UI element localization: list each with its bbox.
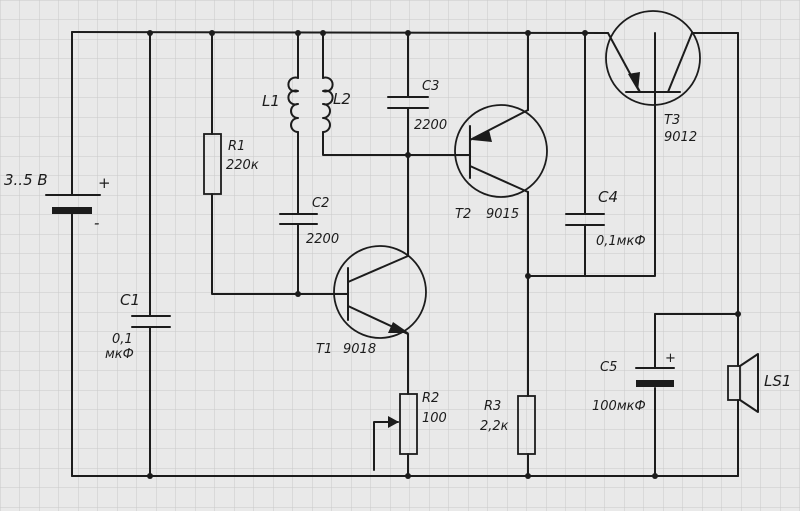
t2-body [454, 104, 548, 198]
junctions [147, 30, 741, 479]
c3-ref-label: C3 [422, 79, 439, 94]
battery-negative-plate [52, 207, 92, 214]
speaker-ls1: LS1 [727, 353, 791, 413]
resistor-r2: R2 100 [388, 391, 447, 455]
junction-dot [405, 473, 411, 479]
battery: 3..5 В + - [4, 171, 111, 232]
t3-base-wire [527, 32, 656, 277]
junction-dot [295, 291, 301, 297]
r1-body [203, 133, 222, 195]
transistor-t3: T3 9012 [605, 10, 701, 145]
junction-dot [735, 311, 741, 317]
capacitor-c2: C2 2200 [279, 196, 339, 247]
l1-ref-label: L1 [262, 92, 280, 110]
c2-value-label: 2200 [306, 232, 339, 247]
r3-ref-label: R3 [484, 399, 501, 414]
t2-emitter-arrow [472, 130, 492, 142]
capacitor-c4: C4 0,1мкФ [565, 188, 646, 249]
speaker-cone [739, 353, 759, 413]
c1-ref-label: C1 [120, 291, 140, 309]
t1-body [333, 245, 427, 339]
r1-to-base-wire [211, 193, 337, 295]
t3-part-label: 9012 [664, 130, 697, 145]
top-rail-wire [71, 31, 609, 34]
speaker-magnet [727, 365, 741, 401]
t3-body [605, 10, 701, 106]
c1-unit-label: мкФ [105, 347, 134, 362]
c3-value-label: 2200 [414, 118, 447, 133]
resistor-r1: R1 220к [203, 133, 259, 195]
t3-ref-label: T3 [664, 113, 680, 128]
c2-ref-label: C2 [312, 196, 329, 211]
transistor-t1: T1 9018 [316, 245, 427, 357]
resistor-r3: R3 2,2к [480, 395, 536, 455]
r2-value-label: 100 [422, 411, 447, 426]
r2-wiper-arrow [388, 416, 399, 428]
r1-ref-label: R1 [228, 139, 245, 154]
c5-plus-sign: + [665, 351, 676, 366]
inductor-l2: L2 [322, 76, 351, 133]
junction-dot [582, 30, 588, 36]
junction-dot [405, 152, 411, 158]
junction-dot [405, 30, 411, 36]
l2-ref-label: L2 [333, 90, 351, 108]
t2-ref-label: T2 [455, 207, 471, 222]
r2-body [399, 393, 418, 455]
capacitor-c3: C3 2200 [387, 79, 447, 133]
t2-part-label: 9015 [486, 207, 519, 222]
junction-dot [295, 30, 301, 36]
inductor-l1: L1 [262, 76, 299, 133]
c5-plate-bottom [636, 380, 674, 387]
r3-body [517, 395, 536, 455]
t1-emitter-arrow [388, 322, 409, 333]
r3-value-label: 2,2к [480, 419, 509, 434]
c5-value-label: 100мкФ [592, 399, 646, 414]
l2-coil [322, 76, 334, 133]
r1-value-label: 220к [226, 158, 259, 173]
junction-dot [652, 473, 658, 479]
ls1-ref-label: LS1 [764, 372, 791, 390]
junction-dot [147, 30, 153, 36]
junction-dot [209, 30, 215, 36]
c4-ref-label: C4 [598, 188, 618, 206]
junction-dot [147, 473, 153, 479]
t2-collector-lead [469, 165, 529, 193]
junction-dot [320, 30, 326, 36]
t3-collector-lead [667, 32, 693, 93]
transistor-t2: T2 9015 [454, 104, 548, 222]
battery-voltage-label: 3..5 В [4, 171, 48, 189]
capacitor-c1: C1 0,1 мкФ [105, 291, 171, 362]
junction-dot [525, 473, 531, 479]
c5-ref-label: C5 [600, 360, 617, 375]
battery-plus-sign: + [98, 174, 111, 192]
l1-coil [287, 76, 299, 133]
r2-ref-label: R2 [422, 391, 439, 406]
t1-collector-lead [347, 255, 409, 283]
l2-to-t2-base-wire [322, 131, 461, 156]
c1-value-label: 0,1 [112, 332, 133, 347]
junction-dot [525, 30, 531, 36]
battery-minus-sign: - [94, 214, 99, 232]
capacitor-c5: C5 + 100мкФ [592, 351, 676, 414]
t1-ref-label: T1 [316, 342, 332, 357]
c4-value-label: 0,1мкФ [596, 234, 646, 249]
junction-dot [525, 273, 531, 279]
t1-part-label: 9018 [343, 342, 376, 357]
t2-emitter-lead [469, 109, 529, 141]
t3-emitter-arrow [628, 72, 640, 91]
